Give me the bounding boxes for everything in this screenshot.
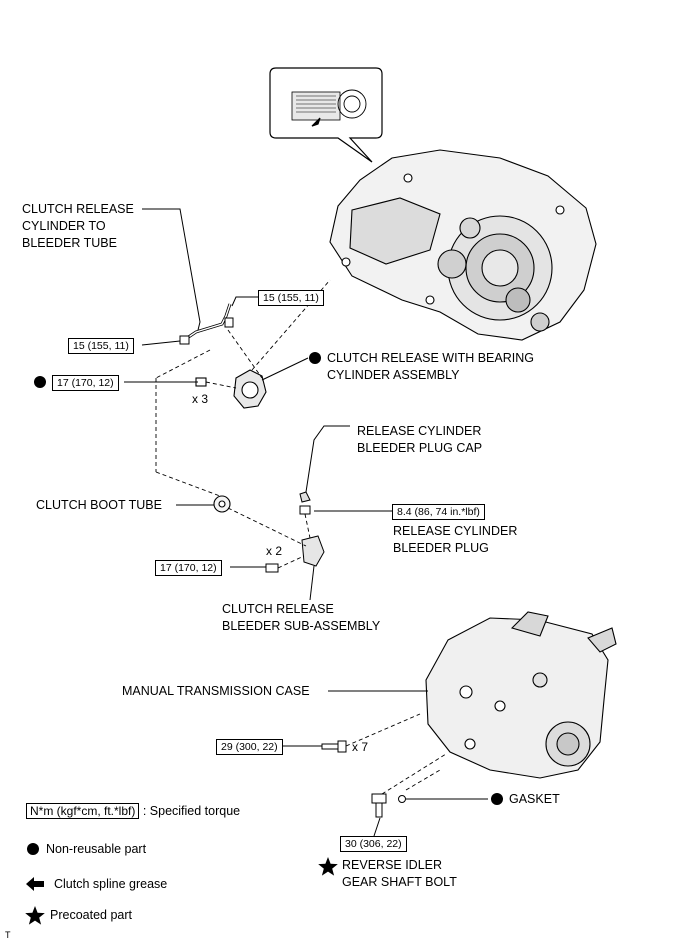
- legend-non-reusable: Non-reusable part: [46, 842, 147, 856]
- label-transmission-case: MANUAL TRANSMISSION CASE: [122, 684, 310, 698]
- precoated-star-icon: [25, 906, 45, 925]
- legend-torque-box: N*m (kgf*cm, ft.*lbf): [26, 803, 140, 819]
- torque-box-case-bolts: 29 (300, 22): [216, 739, 283, 755]
- boot-tube-drawing: [213, 495, 231, 513]
- qty-bleeder-sub-bolts: x 2: [266, 544, 283, 558]
- footer-code: T: [5, 930, 11, 940]
- legend-torque: N*m (kgf*cm, ft.*lbf) : Specified torque: [26, 803, 240, 820]
- torque-box-cylinder-bolts: 17 (170, 12): [52, 375, 119, 391]
- bleeder-plug-drawing: [299, 491, 311, 515]
- leader-lines: [124, 208, 488, 837]
- torque-box-tube-left: 15 (155, 11): [68, 338, 134, 354]
- torque-box-bleeder-plug: 8.4 (86, 74 in.*lbf): [392, 504, 485, 520]
- release-cylinder-drawing: [195, 369, 267, 409]
- label-bleeder-sub-assembly: CLUTCH RELEASE BLEEDER SUB-ASSEMBLY: [222, 602, 381, 633]
- non-reusable-dot-icon: [309, 352, 321, 364]
- label-cylinder-to-bleeder-tube: CLUTCH RELEASE CYLINDER TO BLEEDER TUBE: [22, 202, 134, 250]
- label-bleeder-plug: RELEASE CYLINDER BLEEDER PLUG: [393, 524, 518, 555]
- inset-spline-callout: [269, 67, 383, 163]
- legend-precoated: Precoated part: [50, 908, 132, 922]
- bleeder-sub-assembly-drawing: [265, 535, 325, 573]
- label-gasket: GASKET: [509, 792, 560, 806]
- label-release-with-bearing: CLUTCH RELEASE WITH BEARING CYLINDER ASS…: [327, 351, 534, 382]
- label-reverse-idler-bolt: REVERSE IDLER GEAR SHAFT BOLT: [342, 858, 457, 889]
- non-reusable-dot-icon: [491, 793, 503, 805]
- transmission-case-drawing: [425, 611, 617, 779]
- legend-grease: Clutch spline grease: [54, 877, 168, 891]
- bleeder-tube-drawing: [179, 303, 234, 345]
- non-reusable-dot-icon: [34, 376, 46, 388]
- qty-case-bolts: x 7: [352, 740, 369, 754]
- torque-box-idler-bolt: 30 (306, 22): [340, 836, 407, 852]
- precoated-star-icon: [318, 857, 338, 876]
- case-bolts-drawing: [321, 740, 406, 818]
- grease-arrow-icon: [26, 877, 44, 891]
- non-reusable-dot-icon: [27, 843, 39, 855]
- label-clutch-boot-tube: CLUTCH BOOT TUBE: [36, 498, 162, 512]
- torque-box-bleeder-sub: 17 (170, 12): [155, 560, 222, 576]
- torque-box-tube-top: 15 (155, 11): [258, 290, 324, 306]
- label-bleeder-plug-cap: RELEASE CYLINDER BLEEDER PLUG CAP: [357, 424, 483, 455]
- legend-symbols: [25, 857, 338, 925]
- legend-torque-text: : Specified torque: [142, 804, 241, 818]
- qty-cylinder-bolts: x 3: [192, 392, 209, 406]
- transmission-housing-drawing: [329, 149, 597, 341]
